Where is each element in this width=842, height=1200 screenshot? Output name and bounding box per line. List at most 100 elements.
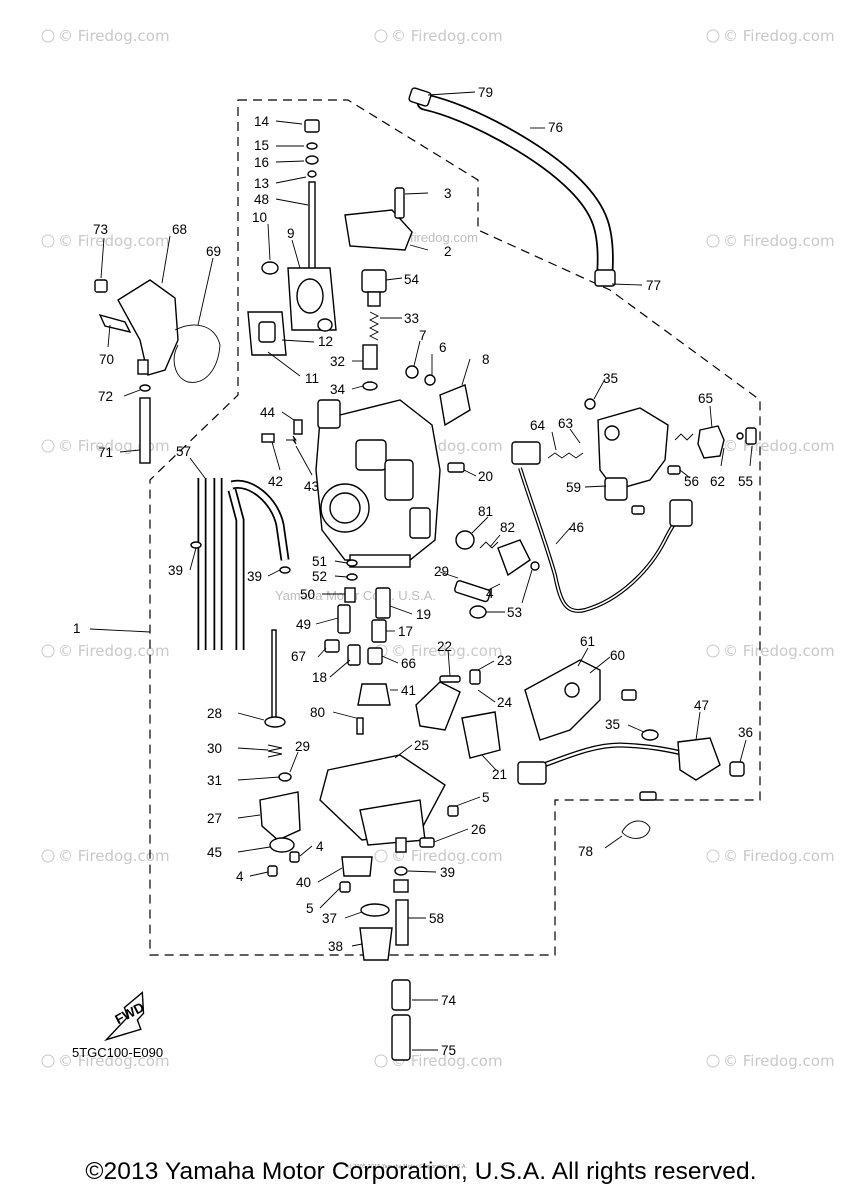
callout: 9 bbox=[287, 226, 295, 241]
screw bbox=[530, 561, 540, 571]
adjust-screw bbox=[454, 580, 491, 603]
vent-hoses bbox=[197, 478, 290, 650]
callout: 80 bbox=[310, 705, 325, 720]
watermark: © Firedog.com bbox=[41, 232, 170, 250]
watermark: © Firedog.com bbox=[41, 847, 170, 865]
callout: 57 bbox=[176, 444, 191, 459]
callout: 6 bbox=[439, 340, 447, 355]
tps-housing bbox=[547, 398, 757, 515]
svg-text:© Firedog.com: © Firedog.com bbox=[391, 27, 503, 45]
callout: 2 bbox=[444, 244, 452, 259]
callout: 35 bbox=[605, 717, 620, 732]
callout: 30 bbox=[207, 741, 222, 756]
callout: 70 bbox=[99, 352, 114, 367]
callout: 4 bbox=[236, 869, 244, 884]
diaphragm-cover bbox=[497, 539, 531, 577]
cap bbox=[439, 384, 471, 427]
callout: 17 bbox=[398, 624, 413, 639]
callout: 32 bbox=[330, 354, 345, 369]
callout: 35 bbox=[603, 371, 618, 386]
callout: 56 bbox=[684, 474, 699, 489]
callout: 69 bbox=[206, 244, 221, 259]
callout: 71 bbox=[98, 445, 113, 460]
callout: 23 bbox=[497, 653, 512, 668]
pin bbox=[439, 675, 461, 683]
watermark: © Firedog.com bbox=[706, 232, 835, 250]
screw bbox=[293, 419, 303, 435]
drain-assembly bbox=[359, 837, 411, 1061]
callout: 68 bbox=[172, 222, 187, 237]
svg-text:© Firedog.com: © Firedog.com bbox=[58, 1052, 170, 1070]
screw bbox=[447, 462, 465, 473]
callout: 67 bbox=[291, 649, 306, 664]
callout: 36 bbox=[738, 725, 753, 740]
watermark: © Firedog.com bbox=[706, 437, 835, 455]
callout: 21 bbox=[492, 767, 507, 782]
callout: 11 bbox=[305, 371, 319, 386]
svg-text:© Firedog.com: © Firedog.com bbox=[391, 1052, 503, 1070]
svg-text:© Firedog.com: © Firedog.com bbox=[58, 27, 170, 45]
callout: 28 bbox=[207, 706, 222, 721]
callout: 42 bbox=[268, 474, 283, 489]
callout: 5 bbox=[306, 901, 314, 916]
screw bbox=[261, 433, 275, 443]
spring bbox=[368, 311, 380, 341]
callout: 82 bbox=[500, 520, 515, 535]
washer bbox=[405, 365, 419, 379]
carburetor-body bbox=[315, 399, 441, 568]
o-ring bbox=[362, 381, 378, 391]
svg-text:© Firedog.com: © Firedog.com bbox=[723, 27, 835, 45]
check-valve bbox=[469, 669, 481, 685]
jet-needle-stack bbox=[304, 119, 320, 273]
callout: 16 bbox=[254, 155, 269, 170]
callout: 34 bbox=[330, 382, 346, 397]
callout: 51 bbox=[312, 554, 327, 569]
callout: 65 bbox=[698, 391, 713, 406]
callout: 40 bbox=[296, 875, 311, 890]
callout: 22 bbox=[437, 639, 452, 654]
left-bracket bbox=[94, 279, 221, 383]
watermark: © Firedog.com bbox=[41, 27, 170, 45]
callout: 39 bbox=[440, 865, 455, 880]
callout: 12 bbox=[318, 334, 333, 349]
callout: 47 bbox=[694, 698, 709, 713]
diagram-code: 5TGC100-E090 bbox=[72, 1045, 163, 1060]
copyright-notice: ©2013 Yamaha Motor Corporation, U.S.A. A… bbox=[85, 1158, 757, 1185]
callout: 54 bbox=[404, 272, 420, 287]
callout: 5 bbox=[482, 790, 490, 805]
callout: 24 bbox=[497, 695, 513, 710]
svg-text:© Firedog.com: © Firedog.com bbox=[391, 847, 503, 865]
o-ring bbox=[469, 605, 487, 619]
callout: 26 bbox=[471, 822, 486, 837]
assembly-boundary bbox=[149, 99, 761, 956]
callout: 29 bbox=[434, 564, 449, 579]
callout: 10 bbox=[252, 210, 267, 225]
jet-assembly bbox=[324, 559, 391, 706]
svg-text:© Firedog.com: © Firedog.com bbox=[723, 1052, 835, 1070]
callout: 20 bbox=[478, 469, 493, 484]
watermark: © Firedog.com bbox=[706, 1052, 835, 1070]
hose-clamp bbox=[621, 820, 651, 839]
callout: 27 bbox=[207, 811, 222, 826]
callout: 45 bbox=[207, 845, 222, 860]
callout: 79 bbox=[478, 85, 493, 100]
pump-lever bbox=[415, 681, 461, 731]
callout: 48 bbox=[254, 192, 269, 207]
top-cover bbox=[344, 187, 413, 251]
callout: 75 bbox=[441, 1043, 456, 1058]
watermark: © Firedog.com bbox=[706, 847, 835, 865]
callout: 73 bbox=[93, 222, 108, 237]
callout: 76 bbox=[548, 120, 563, 135]
callout: 29 bbox=[295, 739, 310, 754]
watermark: © Firedog.com bbox=[706, 642, 835, 660]
callout: 37 bbox=[322, 911, 337, 926]
callout-labels: 79 76 14 15 16 13 48 3 10 9 2 73 68 69 5… bbox=[73, 85, 753, 1058]
watermark: © Firedog.com bbox=[41, 642, 170, 660]
callout: 78 bbox=[578, 844, 593, 859]
callout: 66 bbox=[401, 656, 416, 671]
sensor-wire bbox=[511, 441, 693, 613]
callout: 3 bbox=[444, 186, 452, 201]
side-bracket bbox=[524, 659, 637, 741]
callout: 50 bbox=[300, 587, 315, 602]
